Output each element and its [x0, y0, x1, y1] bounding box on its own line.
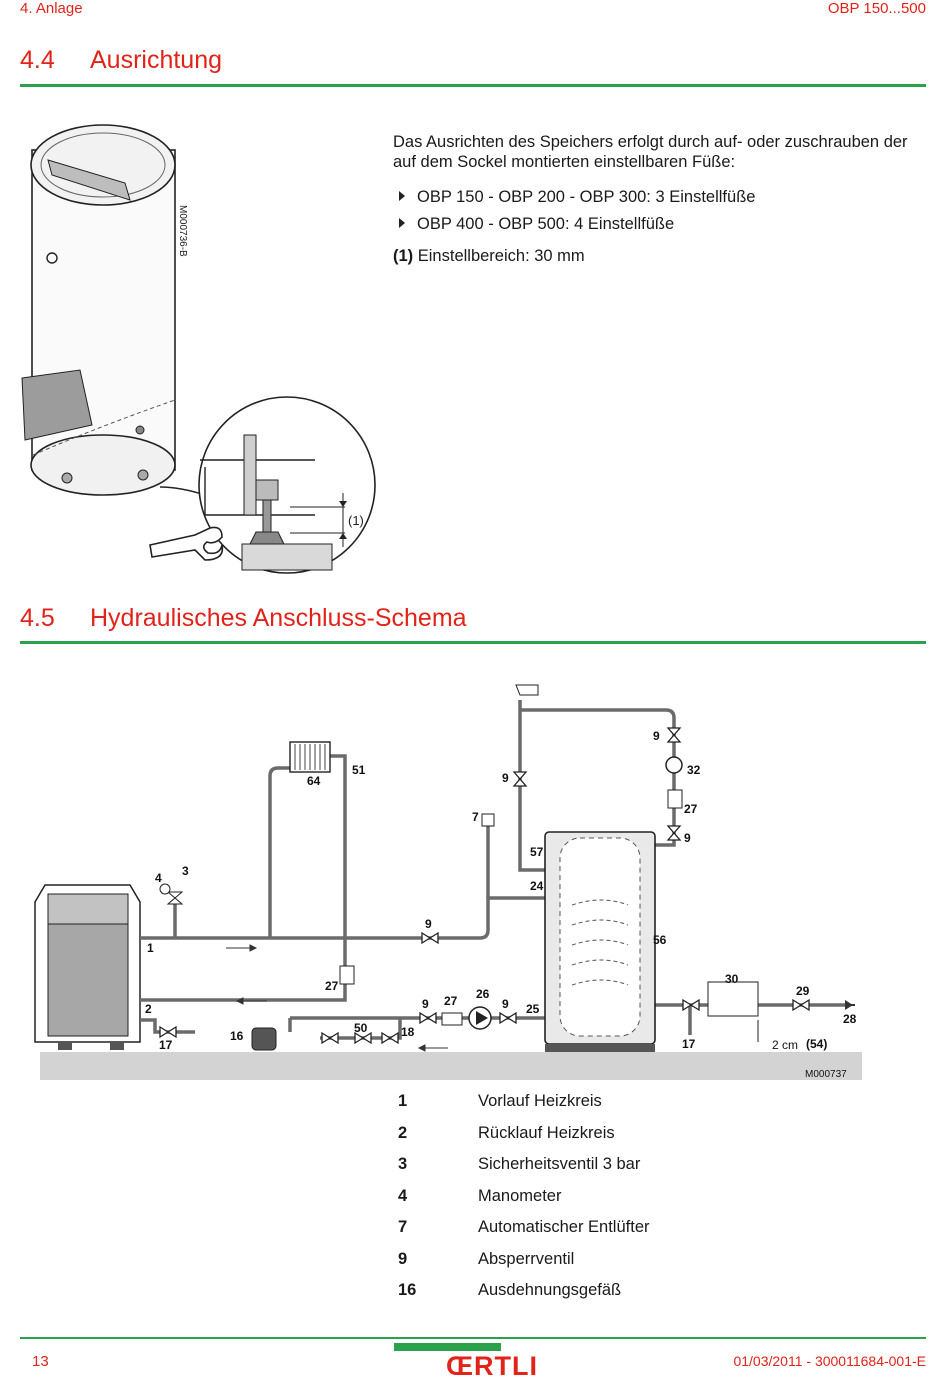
adjust-foot [61, 472, 73, 484]
label-64: 64 [307, 774, 321, 788]
detail-magnifier [198, 396, 376, 574]
thermometer-icon [46, 252, 58, 264]
section-number: 4.5 [20, 604, 55, 632]
lifting-handle [47, 159, 131, 201]
label-4: 4 [155, 871, 162, 885]
range-callout: (1) [348, 513, 364, 528]
flow-arrow [226, 944, 448, 1052]
label-27: 27 [444, 994, 458, 1008]
label-9: 9 [502, 771, 509, 785]
label-3: 3 [182, 864, 189, 878]
label-9: 9 [425, 917, 432, 931]
bullet-item: OBP 150 - OBP 200 - OBP 300: 3 Einstellf… [399, 187, 755, 207]
label-26: 26 [476, 987, 490, 1001]
tank-top [30, 124, 176, 206]
label-56: 56 [653, 933, 667, 947]
label-7: 7 [472, 810, 479, 824]
section-title-text: Ausrichtung [90, 46, 223, 74]
alignment-intro: Das Ausrichten des Speichers erfolgt dur… [393, 133, 908, 171]
document-reference: 01/03/2011 - 300011684-001-E [733, 1353, 926, 1369]
foot-pad [249, 531, 285, 545]
section-title-ausrichtung: 4.4 Ausrichtung [20, 46, 222, 75]
base-bracket [243, 434, 257, 516]
tank-bottom [30, 434, 176, 496]
label-18: 18 [401, 1025, 415, 1039]
label-17: 17 [682, 1037, 696, 1051]
manometer-icon [159, 883, 171, 895]
expansion-vessel [251, 1027, 277, 1051]
note-text: Einstellbereich: 30 mm [417, 247, 585, 265]
label-9: 9 [502, 997, 509, 1011]
brand-logo: ŒRTLI [446, 1351, 538, 1381]
bullet-item: OBP 400 - OBP 500: 4 Einstellfüße [399, 214, 674, 234]
section-number: 4.4 [20, 46, 55, 74]
pipework [140, 700, 845, 1040]
label-1: 1 [147, 941, 154, 955]
label-16: 16 [230, 1029, 244, 1043]
check-valve [441, 1012, 463, 1026]
label-30: 30 [725, 972, 739, 986]
label-28: 28 [843, 1012, 857, 1026]
footer-divider [20, 1337, 926, 1339]
label-27: 27 [325, 979, 339, 993]
section-divider [20, 641, 926, 644]
floor-section [241, 543, 333, 571]
heat-coil [571, 899, 629, 986]
foot-screw [262, 499, 272, 535]
product-header: OBP 150...500 [827, 0, 926, 17]
label-32: 32 [687, 763, 701, 777]
page-number: 13 [32, 1353, 49, 1370]
tank-alignment-figure: M000736-B (1) [21, 124, 376, 574]
shutoff-valve [159, 727, 810, 1045]
adjust-foot [137, 469, 149, 481]
label-27: 27 [684, 802, 698, 816]
figure-code: M000736-B [177, 205, 188, 257]
distance-label: 2 cm [772, 1038, 798, 1052]
label-51: 51 [352, 763, 366, 777]
label-9: 9 [684, 831, 691, 845]
circulation-pump [665, 756, 683, 774]
label-25: 25 [526, 1002, 540, 1016]
control-cover [21, 369, 93, 441]
check-valve [339, 965, 355, 985]
section-title-hydraulik: 4.5 Hydraulisches Anschluss-Schema [20, 604, 467, 633]
section-divider [20, 84, 926, 87]
tap-icon [515, 684, 539, 696]
safety-valve [166, 891, 184, 905]
wrench-icon [149, 526, 224, 561]
section-title-text: Hydraulisches Anschluss-Schema [90, 604, 467, 632]
brand-bar [394, 1343, 501, 1351]
check-valve [667, 789, 683, 809]
mixing-valve [707, 981, 759, 1017]
air-vent [481, 813, 495, 827]
label-57: 57 [530, 845, 544, 859]
tank-inner [559, 837, 641, 1037]
floor [40, 1052, 862, 1080]
label-2: 2 [145, 1002, 152, 1016]
hydraulic-schema: 1 2 3 4 7 9 9 9 9 9 9 16 17 17 18 24 25 … [34, 684, 862, 1080]
label-54: (54) [806, 1037, 827, 1051]
label-50: 50 [354, 1021, 368, 1035]
figure-code: M000737 [805, 1069, 847, 1080]
label-9: 9 [653, 729, 660, 743]
label-29: 29 [796, 984, 810, 998]
label-9: 9 [422, 997, 429, 1011]
label-17: 17 [159, 1038, 173, 1052]
label-24: 24 [530, 879, 544, 893]
adjust-range-note: (1) Einstellbereich: 30 mm [393, 246, 585, 266]
note-key: (1) [393, 247, 414, 265]
chapter-header: 4. Anlage [20, 0, 83, 17]
foot-nut [255, 479, 279, 501]
